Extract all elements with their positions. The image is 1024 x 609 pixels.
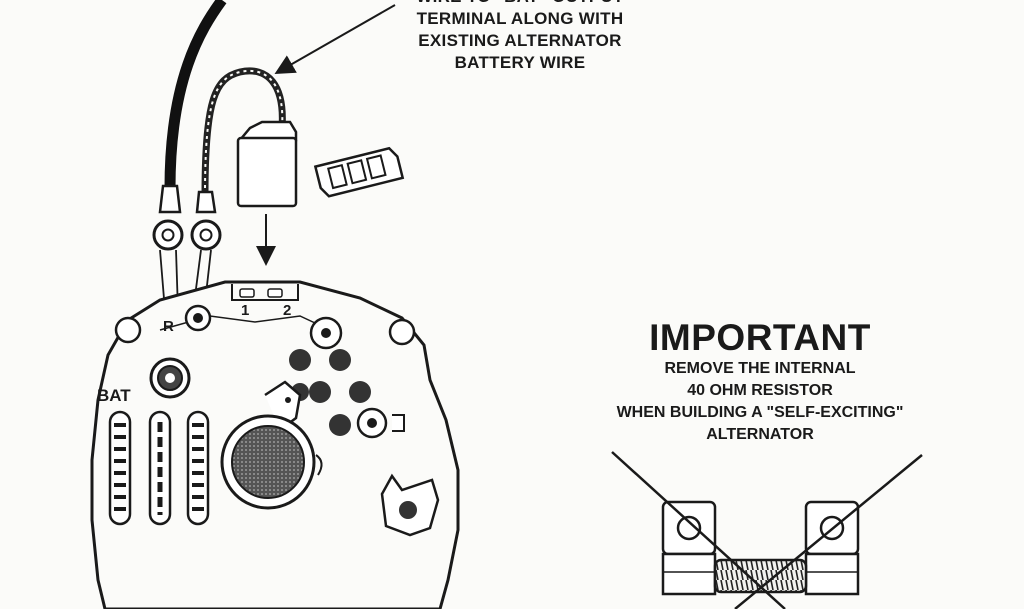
note-line: TERMINAL ALONG WITH bbox=[416, 9, 624, 28]
spare-connector bbox=[313, 146, 405, 198]
bat-terminal bbox=[149, 357, 191, 399]
ring-terminal-battery bbox=[152, 184, 184, 251]
important-notice: IMPORTANT REMOVE THE INTERNAL 40 OHM RES… bbox=[560, 318, 960, 446]
note-line: EXISTING ALTERNATOR bbox=[418, 31, 622, 50]
battery-cable bbox=[164, 0, 227, 189]
regulator-mount bbox=[380, 473, 440, 537]
r-terminal bbox=[184, 304, 212, 332]
rotor-bearing bbox=[220, 380, 323, 510]
note-leader-arrow bbox=[274, 4, 396, 74]
label-plug-pin-2: 2 bbox=[283, 302, 292, 319]
ring-terminal-jumper bbox=[190, 190, 222, 251]
important-line: 40 OHM RESISTOR bbox=[687, 382, 833, 399]
resistor-illustration bbox=[611, 451, 923, 609]
important-heading: IMPORTANT bbox=[649, 317, 871, 358]
note-line: BATTERY WIRE bbox=[454, 53, 586, 72]
important-line: REMOVE THE INTERNAL bbox=[664, 360, 856, 377]
plug-connector bbox=[236, 120, 298, 208]
important-line: ALTERNATOR bbox=[706, 426, 814, 443]
important-line: WHEN BUILDING A "SELF-EXCITING" bbox=[616, 404, 904, 421]
stud-terminal bbox=[309, 316, 343, 350]
label-bat-terminal: BAT bbox=[97, 386, 131, 405]
note-line: WIRE TO "BAT" OUTPUT bbox=[395, 0, 645, 8]
rectifier-bolts bbox=[289, 349, 405, 439]
vent-slots bbox=[108, 410, 210, 526]
label-r-terminal: R bbox=[163, 318, 174, 335]
label-plug-pin-1: 1 bbox=[241, 302, 250, 319]
